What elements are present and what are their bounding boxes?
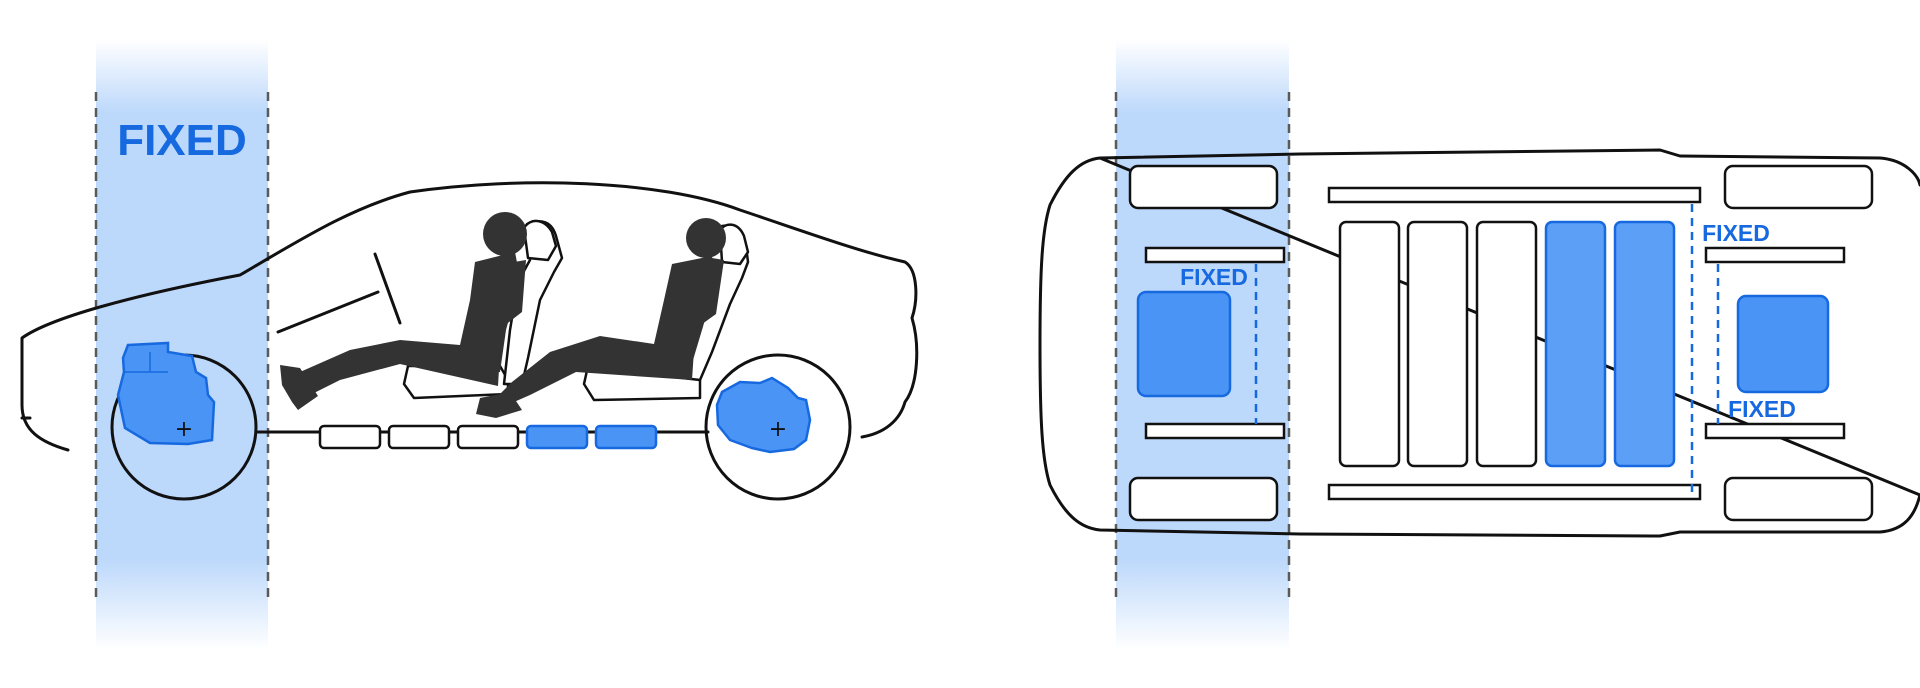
side-rear-motor: [715, 376, 812, 454]
side-battery-module: [456, 424, 520, 450]
side-front-motor: [116, 341, 216, 446]
top-front-upper-bar: [1144, 246, 1286, 264]
top-battery-module: [1338, 220, 1401, 468]
top-battery-upper-rail: [1327, 186, 1702, 204]
top-rear-right-wheel: [1723, 476, 1874, 522]
top-battery-module: [1475, 220, 1538, 468]
top-fixed-label-rear-upper: FIXED: [1702, 220, 1770, 246]
top-view: FIXED FIXED FIXED: [1038, 40, 1920, 650]
rear-occupant-icon: [476, 218, 726, 418]
side-fixed-zone: [96, 40, 268, 650]
top-front-motor: [1136, 290, 1232, 398]
side-battery-module-highlighted: [594, 424, 658, 450]
top-rear-motor: [1736, 294, 1830, 394]
side-car-body: [20, 181, 919, 452]
side-front-motor-hub: [124, 352, 168, 373]
top-battery-module: [1406, 220, 1469, 468]
side-view: FIXED + +: [20, 40, 919, 650]
top-battery-module-highlighted: [1613, 220, 1676, 468]
side-fixed-label: FIXED: [117, 116, 247, 165]
top-battery-pack: [1338, 220, 1676, 468]
side-battery-module: [387, 424, 451, 450]
steering-wheel-icon: [276, 252, 402, 334]
top-front-right-wheel: [1128, 476, 1279, 522]
top-front-left-wheel: [1128, 164, 1279, 210]
top-front-lower-bar: [1144, 422, 1286, 440]
top-battery-module-highlighted: [1544, 220, 1607, 468]
top-fixed-label-rear-lower: FIXED: [1728, 396, 1796, 422]
top-rear-upper-bar: [1704, 246, 1846, 264]
front-occupant-icon: [280, 212, 527, 410]
top-rear-left-wheel: [1723, 164, 1874, 210]
side-battery-module-highlighted: [525, 424, 589, 450]
side-rear-wheel: [704, 353, 852, 501]
side-rear-axle-mark: +: [769, 417, 787, 442]
top-fixed-label-front: FIXED: [1180, 264, 1248, 290]
top-rear-lower-bar: [1704, 422, 1846, 440]
side-front-axle-mark: +: [175, 417, 193, 442]
side-battery-module: [318, 424, 382, 450]
top-battery-lower-rail: [1327, 483, 1702, 501]
top-car-body: [1038, 148, 1920, 538]
side-battery-pack: [318, 424, 658, 450]
